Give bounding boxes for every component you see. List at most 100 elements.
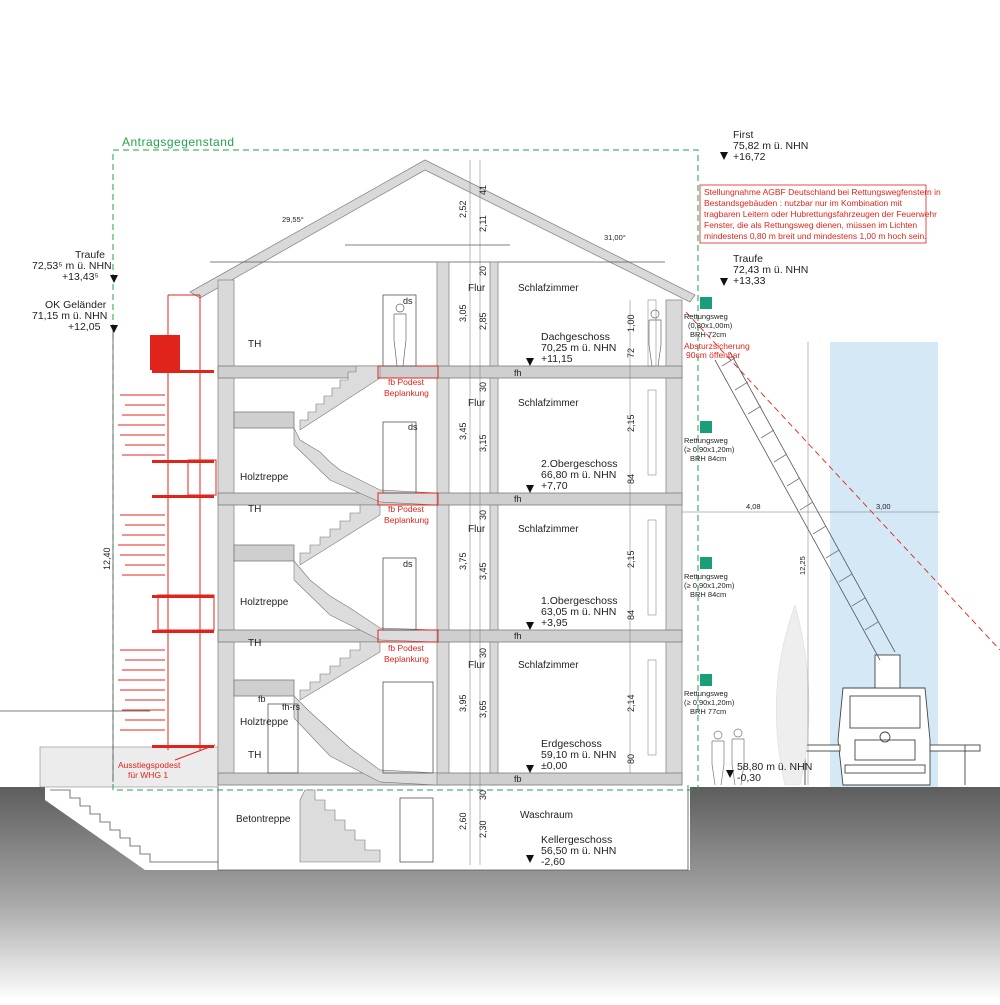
room-th-dg: TH [248, 339, 261, 350]
rescue-dg-brh: BRH 72cm [690, 330, 726, 339]
level-first-name: First [733, 129, 753, 141]
dim-og2-2: 3,45 [458, 422, 468, 440]
dim-og1-1: 30 [478, 510, 488, 520]
absturz-label-2: 90cm öffenbar [686, 350, 740, 360]
slab-fb-eg: fb [514, 774, 522, 784]
entrance-block [39, 746, 219, 788]
dim-og2-1: 30 [478, 382, 488, 392]
dim-win-eg-2: 80 [626, 754, 636, 764]
floor-og1-rel: +3,95 [541, 617, 568, 629]
wall-flur [489, 261, 499, 786]
floor-dg-rel: +11,15 [541, 353, 573, 365]
slab-fh-dg: fh [514, 368, 522, 378]
level-traufe-r-name: Traufe [733, 253, 763, 265]
basement-outline [217, 785, 689, 871]
note-box [699, 184, 927, 244]
level-marker-og2 [526, 485, 534, 493]
stair-flight-3 [299, 504, 381, 566]
room-flur-eg: Flur [468, 660, 486, 671]
rescue-og1-brh: BRH 84cm [690, 590, 726, 599]
dim-dg-2: 3,05 [458, 304, 468, 322]
level-marker-first [720, 152, 728, 160]
window-og1 [647, 519, 657, 616]
ausstieg-label-2: für WHG 1 [128, 770, 168, 780]
room-holz-2: Holztreppe [240, 597, 289, 608]
dim-og2-3: 3,15 [478, 434, 488, 452]
floor-kg-rel: -2,60 [541, 856, 565, 868]
rescue-marker-og1 [700, 557, 712, 569]
door-og2 [382, 421, 417, 494]
window-eg [647, 659, 657, 756]
floor-og2-nhn: 66,80 m ü. NHN [541, 469, 616, 481]
room-schlaf-og2: Schlafzimmer [518, 398, 579, 409]
roof-angle-right: 31,00° [604, 233, 626, 242]
dim-eg-3: 3,65 [478, 700, 488, 718]
stair-flight-2 [293, 427, 438, 506]
rescue-og2-size: (≥ 0,90x1,20m) [684, 445, 735, 454]
rescue-eg-label: Rettungsweg [684, 689, 728, 698]
room-beton: Betontreppe [236, 814, 291, 825]
room-th-og2: TH [248, 504, 261, 515]
person-figure-dg [393, 303, 407, 367]
dim-eg-1: 30 [478, 648, 488, 658]
dim-eg-2: 3,95 [458, 694, 468, 712]
slab-fh-og1: fh [514, 631, 522, 641]
dim-truck-height: 12,25 [798, 556, 807, 575]
aerial-ladder [714, 351, 896, 661]
room-flur-og1: Flur [468, 524, 486, 535]
level-marker-dg [526, 358, 534, 366]
ground-right-rel: -0,30 [737, 772, 761, 784]
podest-label-3b: Beplankung [384, 654, 429, 664]
dim-win-og1-1: 2,15 [626, 550, 636, 568]
absturz-label-1: Absturzsicherung [684, 341, 750, 351]
room-fhrs: fh-rs [282, 702, 301, 712]
leader-ausstieg [174, 744, 216, 761]
stair-flight-5 [299, 641, 381, 701]
door-eg-th [267, 703, 299, 774]
roof-angle-left: 29,55° [282, 215, 304, 224]
dim-dg-3: 2,85 [478, 312, 488, 330]
dim-roof-1: 41 [478, 185, 488, 195]
level-first-rel: +16,72 [733, 151, 766, 163]
landing-1 [233, 411, 295, 429]
floor-og1-nhn: 63,05 m ü. NHN [541, 606, 616, 618]
podest-label-1b: Beplankung [384, 388, 429, 398]
floor-eg-nhn: 59,10 m ü. NHN [541, 749, 616, 761]
rescue-og1-size: (≥ 0,90x1,20m) [684, 581, 735, 590]
level-traufe-l-name: Traufe [75, 249, 105, 261]
dim-win-dg-2: 72 [626, 348, 636, 358]
room-wasch: Waschraum [520, 810, 573, 821]
level-first-nhn: 75,82 m ü. NHN [733, 140, 808, 152]
stair-flight-basement [299, 789, 381, 863]
rescue-og2-label: Rettungsweg [684, 436, 728, 445]
room-th-og1: TH [248, 638, 261, 649]
room-ds-og2: ds [408, 422, 418, 432]
rescue-eg-brh: BRH 77cm [690, 707, 726, 716]
level-ok-nhn: 71,15 m ü. NHN [32, 310, 107, 322]
level-ok-rel: +12,05 [68, 321, 101, 333]
door-og1 [382, 557, 417, 631]
room-schlaf-og1: Schlafzimmer [518, 524, 579, 535]
slab-og1 [217, 629, 683, 643]
floor-og2-name: 2.Obergeschoss [541, 458, 617, 470]
floor-og2-rel: +7,70 [541, 480, 568, 492]
level-traufe-l-nhn: 72,53⁵ m ü. NHN [32, 260, 112, 272]
ground-right-nhn: 58,80 m ü. NHN [737, 761, 812, 773]
fire-escape-stair [118, 294, 217, 750]
ausstieg-label-1: Ausstiegspodest [118, 760, 181, 770]
floor-kg-nhn: 56,50 m ü. NHN [541, 845, 616, 857]
note-line-5: mindestens 0,80 m breit und mindestens 1… [704, 231, 927, 241]
podest-label-2a: fb Podest [388, 504, 425, 514]
room-flur-dg: Flur [468, 283, 486, 294]
dim-kg-1: 30 [478, 790, 488, 800]
room-holz-1: Holztreppe [240, 472, 289, 483]
rescue-og2-brh: BRH 84cm [690, 454, 726, 463]
slab-eg [217, 772, 683, 786]
rescue-marker-dg [700, 297, 712, 309]
room-schlaf-eg: Schlafzimmer [518, 660, 579, 671]
level-ok-name: OK Geländer [45, 299, 107, 311]
floor-dg-nhn: 70,25 m ü. NHN [541, 342, 616, 354]
boundary-label: Antragsgegenstand [122, 135, 235, 149]
dim-left-height: 12,40 [102, 547, 112, 570]
